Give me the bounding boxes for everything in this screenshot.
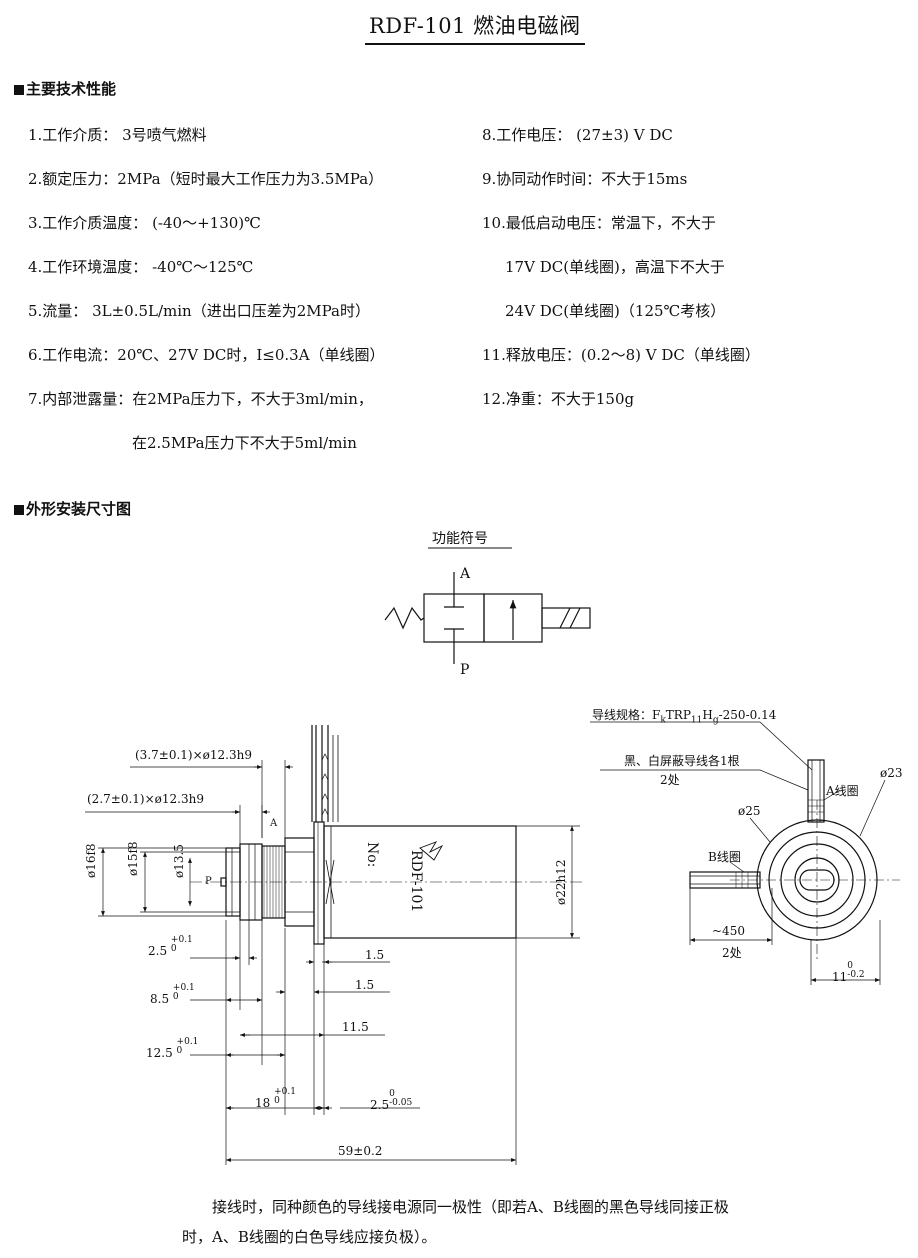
port-a-label: A — [270, 818, 278, 829]
wire-spec-label: 导线规格：FkTRP11Hg-250-0.14 — [592, 708, 777, 726]
square-bullet-icon — [14, 85, 24, 95]
spec-item: 在2.5MPa压力下不大于5ml/min — [132, 434, 357, 452]
outer-circle — [756, 819, 878, 941]
port-p-label: P — [205, 876, 212, 887]
dim-w11: 110-0.2 — [832, 961, 865, 985]
body-model-label: RDF-101 — [408, 850, 424, 913]
brand-logo-icon — [419, 841, 444, 861]
spec-item: 4.工作环境温度： -40℃～125℃ — [28, 258, 254, 276]
spec-item: 5.流量： 3L±0.5L/min（进出口压差为2MPa时） — [28, 302, 370, 320]
coil-a-label: A线圈 — [826, 784, 859, 798]
lead-count-label: 2处 — [722, 946, 742, 960]
spec-item: 10.最低启动电压：常温下，不大于 — [482, 214, 716, 232]
dim-1-5b: 1.5 — [355, 978, 375, 992]
spec-item: 9.协同动作时间：不大于15ms — [482, 170, 688, 188]
solenoid-actuator — [541, 607, 591, 629]
symbol-port-a: A — [460, 566, 471, 582]
spec-item: 7.内部泄露量：在2MPa压力下，不大于3ml/min， — [28, 390, 373, 408]
wire-desc-label: 黑、白屏蔽导线各1根 — [624, 754, 740, 768]
spec-item: 12.净重：不大于150g — [482, 390, 635, 408]
coil-b-label: B线圈 — [708, 850, 741, 864]
spec-item: 17V DC(单线圈)，高温下不大于 — [505, 258, 725, 276]
function-symbol-diagram — [384, 547, 591, 664]
symbol-title: 功能符号 — [432, 531, 488, 547]
dim-label-lower: (2.7±0.1)×ø12.3h9 — [87, 792, 204, 806]
page-title: RDF-101 燃油电磁阀 — [365, 10, 585, 45]
end-view-drawing — [590, 721, 900, 985]
wiring-note: 接线时，同种颜色的导线接电源同一极性（即若A、B线圈的黑色导线同接正极时，A、B… — [182, 1198, 729, 1246]
dim-d13: ø13.5 — [172, 844, 186, 878]
symbol-port-p: P — [460, 662, 470, 678]
square-bullet-icon — [14, 505, 24, 515]
dim-d16: ø16f8 — [84, 843, 98, 878]
spring-icon — [384, 606, 425, 630]
spec-item: 3.工作介质温度： (-40～+130)℃ — [28, 214, 261, 232]
cable-lead-upper — [311, 725, 339, 822]
dim-total: 59±0.2 — [338, 1144, 383, 1158]
side-view-drawing — [85, 725, 585, 1165]
dim-1-5a: 1.5 — [365, 948, 385, 962]
dim-d25: ø25 — [738, 804, 761, 818]
spec-item: 1.工作介质： 3号喷气燃料 — [28, 126, 207, 144]
dim-d15: ø15f8 — [126, 841, 140, 876]
lead-length-label: ~450 — [712, 924, 745, 938]
section-header-performance: 主要技术性能 — [14, 78, 116, 99]
spec-item: 2.额定压力：2MPa（短时最大工作压力为3.5MPa） — [28, 170, 384, 188]
dim-label-upper: (3.7±0.1)×ø12.3h9 — [135, 748, 252, 762]
dim-d23: ø23 — [880, 766, 903, 780]
spec-item: 24V DC(单线圈)（125℃考核） — [505, 302, 726, 320]
dim-d22: ø22h12 — [554, 859, 568, 906]
spec-item: 8.工作电压： (27±3) V DC — [482, 126, 673, 144]
dim-2-5b: 2.50-0.05 — [370, 1089, 413, 1113]
spec-item: 6.工作电流：20℃、27V DC时，I≤0.3A（单线圈） — [28, 346, 385, 364]
spec-item: 11.释放电压：(0.2～8) V DC（单线圈） — [482, 346, 760, 364]
wire-count-label: 2处 — [660, 773, 680, 787]
section-header-dimensions: 外形安装尺寸图 — [14, 498, 131, 519]
dim-11-5: 11.5 — [342, 1020, 369, 1034]
center-slot — [799, 869, 835, 891]
body-serial-label: No: — [364, 842, 380, 868]
